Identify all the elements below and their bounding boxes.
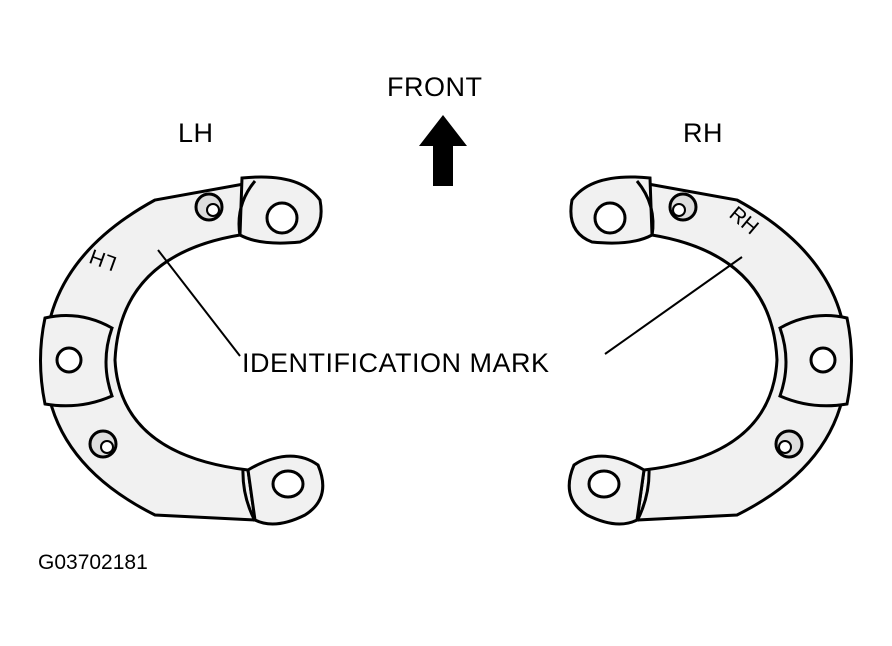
stud-icon [774, 429, 804, 459]
right-bracket [567, 175, 853, 526]
left-bracket [39, 175, 325, 526]
identification-mark-label: IDENTIFICATION MARK [242, 348, 550, 378]
stud-icon [88, 429, 118, 459]
lh-label: LH [178, 118, 214, 148]
up-arrow-icon [419, 115, 467, 186]
figure-code: G03702181 [38, 551, 148, 574]
rh-label: RH [683, 118, 723, 148]
leader-line-left [157, 249, 241, 357]
stud-icon [668, 192, 698, 222]
leader-line-right [604, 256, 743, 355]
front-label: FRONT [387, 72, 483, 102]
stud-icon [194, 192, 224, 222]
